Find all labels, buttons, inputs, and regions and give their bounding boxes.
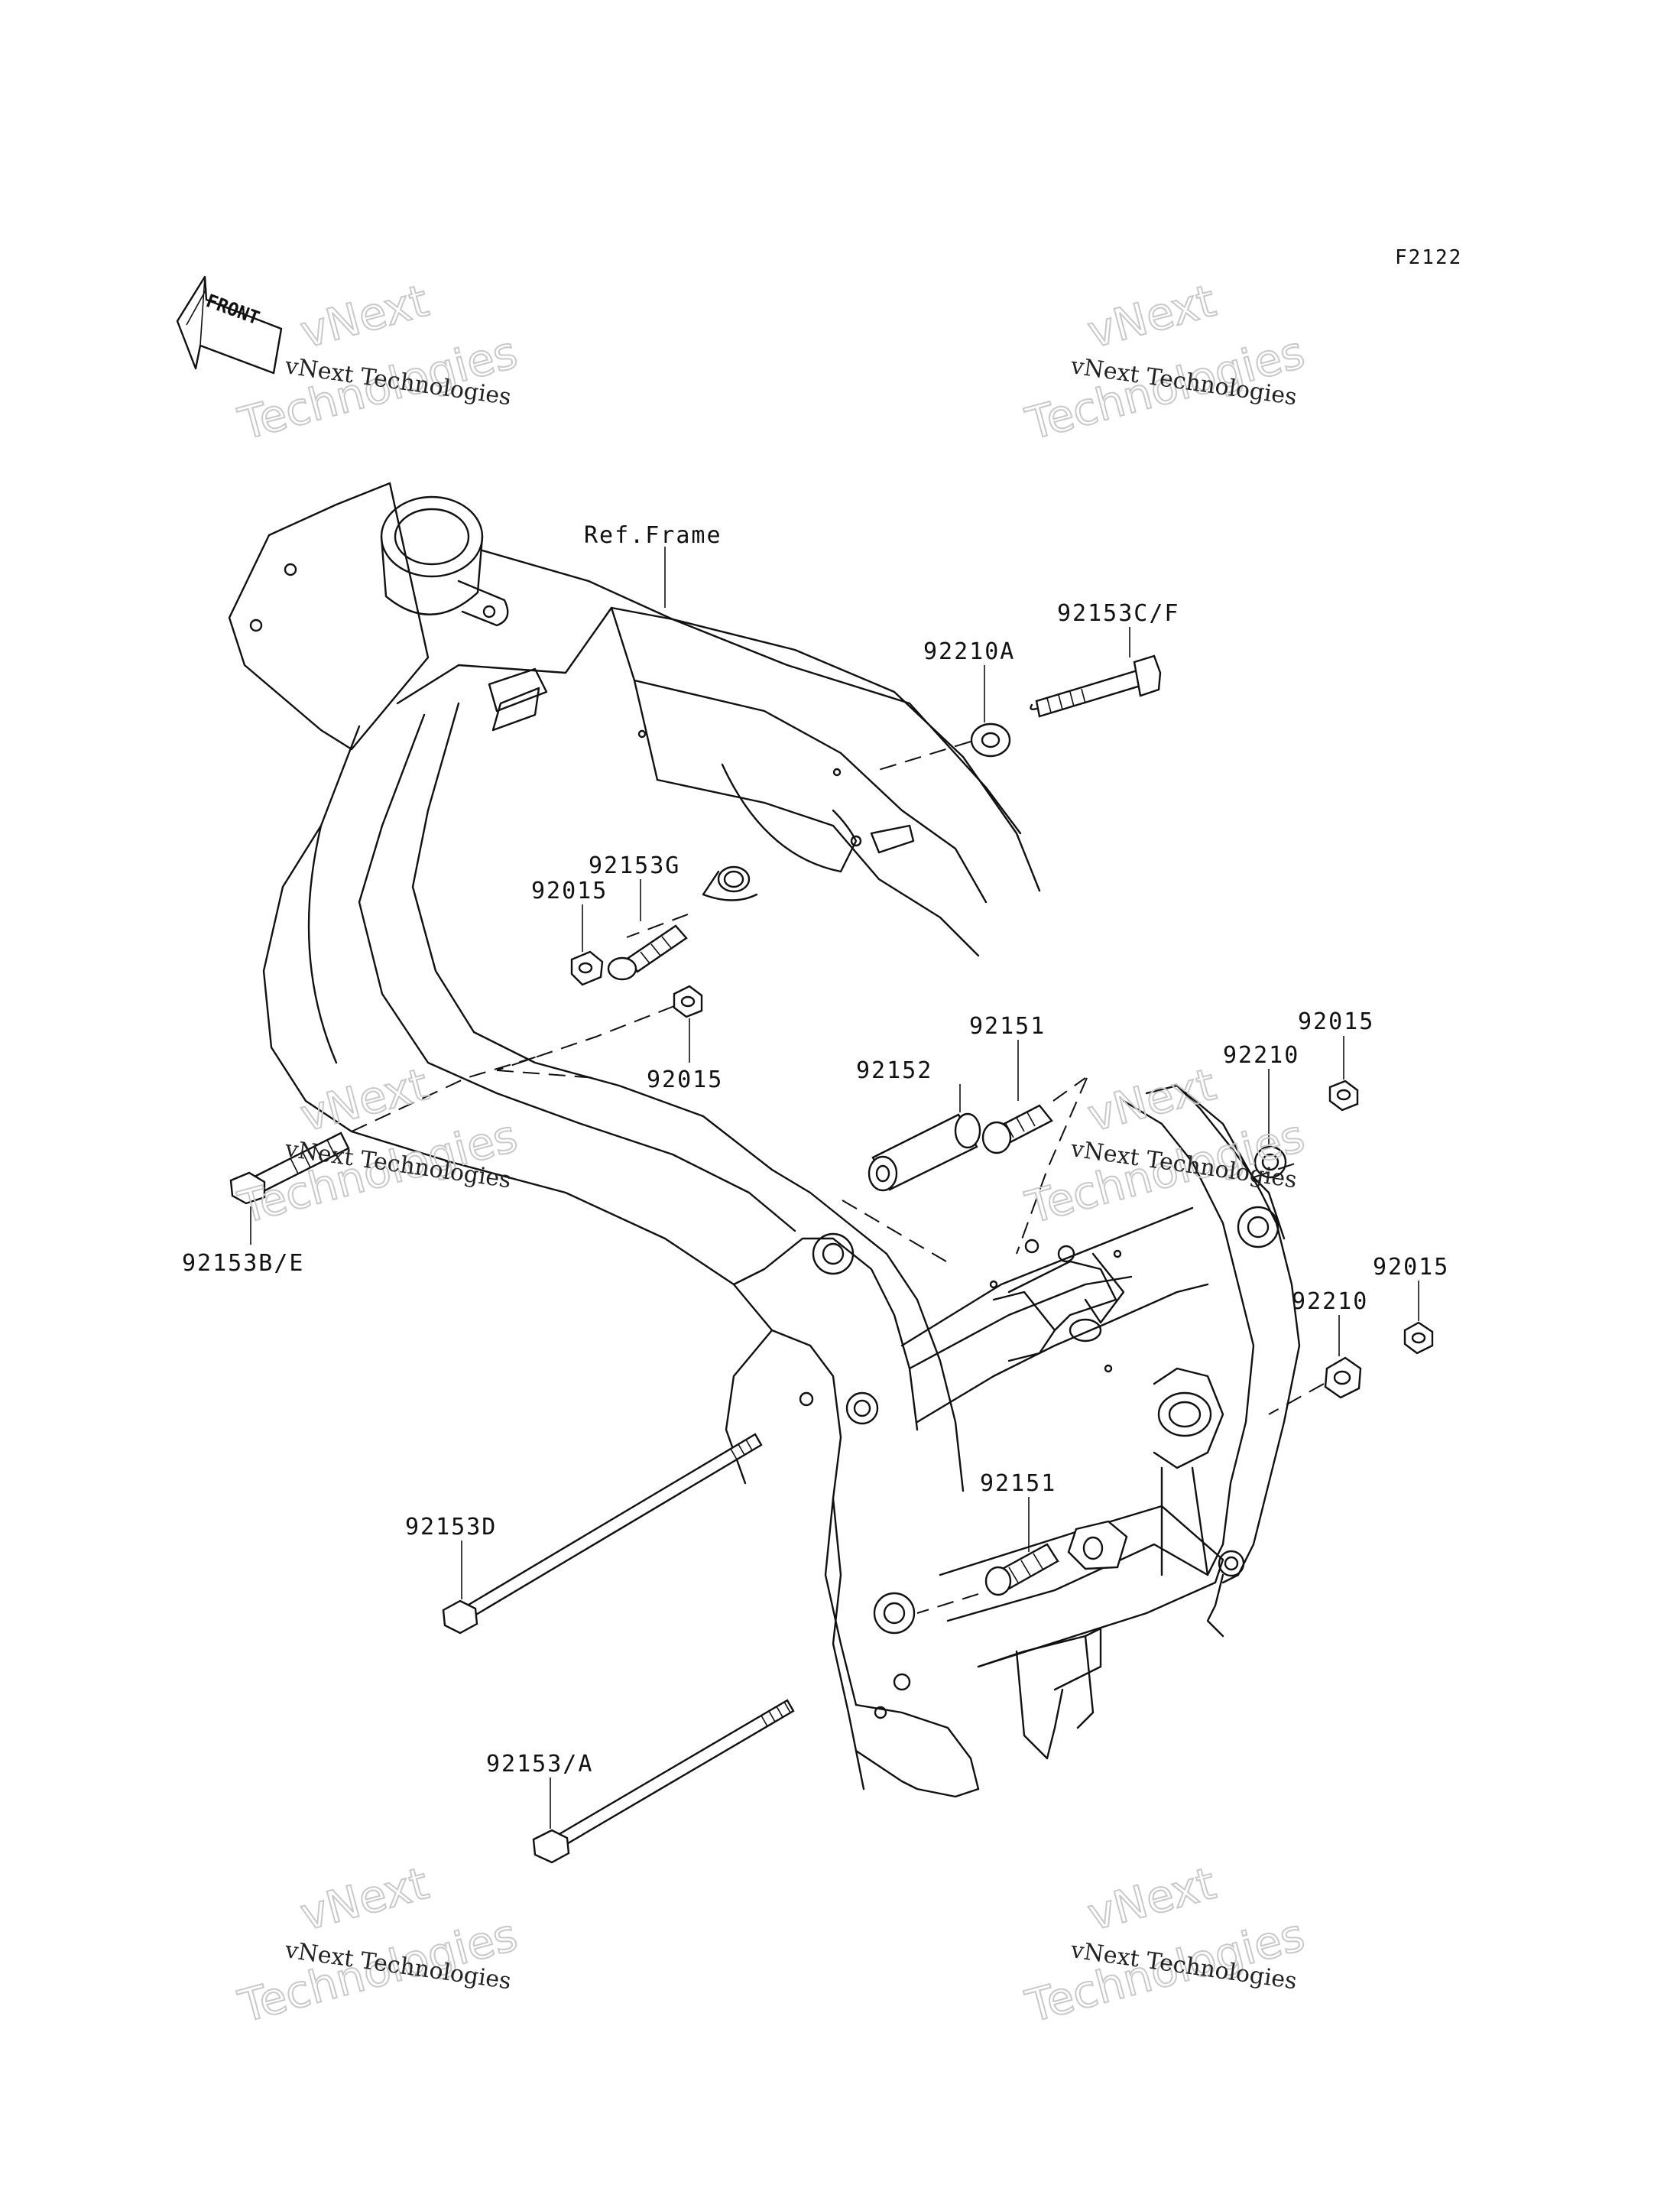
nut-92210-b-icon [1324, 1356, 1362, 1399]
svg-text:vNext: vNext [1082, 274, 1221, 359]
spacer-92152-icon [868, 1112, 981, 1192]
bolt-92153G-icon [607, 924, 688, 981]
watermark-bottom-left: vNext Technologies vNext Technologies [232, 1856, 523, 2034]
bolt-92153BE-icon [229, 1131, 350, 1205]
callout-92210A: 92210A [923, 638, 1015, 665]
watermark-bottom-right: vNext Technologies vNext Technologies [1020, 1856, 1310, 2034]
callout-92153D: 92153D [405, 1514, 497, 1541]
bolt-92153CF-icon [1030, 654, 1162, 718]
diagram-code: F2122 [1395, 246, 1462, 269]
nut-92015-a-icon [570, 950, 604, 986]
svg-text:vNext: vNext [295, 1058, 433, 1142]
front-label: FRONT [203, 290, 262, 329]
callout-92151-lower: 92151 [980, 1470, 1056, 1497]
nut-92015-d-icon [1403, 1321, 1434, 1355]
callout-92210-a: 92210 [1223, 1042, 1299, 1069]
callout-92015-d: 92015 [1373, 1254, 1449, 1281]
nut-92015-b-icon [673, 985, 703, 1018]
nut-92210-a-icon [1254, 1145, 1287, 1179]
callout-92151-upper: 92151 [969, 1013, 1046, 1040]
nut-92015-c-icon [1328, 1080, 1359, 1112]
frame-label: Ref.Frame [584, 522, 722, 549]
svg-text:vNext: vNext [1082, 1058, 1221, 1142]
svg-text:vNext: vNext [1082, 1857, 1221, 1941]
callout-92015-b: 92015 [647, 1067, 723, 1093]
pin-92151-lower-icon [984, 1543, 1059, 1596]
svg-text:vNext: vNext [295, 1857, 433, 1941]
callout-92153G: 92153G [589, 852, 680, 879]
callout-92153BE: 92153B/E [182, 1250, 305, 1277]
motorcycle-frame [228, 482, 1301, 1798]
watermark-top-right: vNext Technologies vNext Technologies [1020, 274, 1310, 451]
front-arrow-icon: FRONT [176, 275, 283, 375]
nut-92210A-icon [970, 722, 1011, 758]
callout-92153CF: 92153C/F [1057, 600, 1180, 627]
bolt-92153A-icon [532, 1699, 795, 1864]
pin-92151-upper-icon [981, 1104, 1053, 1154]
callout-92152: 92152 [856, 1057, 932, 1084]
watermark-mid-right: vNext Technologies vNext Technologies [1020, 1057, 1310, 1235]
bolt-92153D-icon [442, 1433, 763, 1635]
callout-92015-c: 92015 [1298, 1008, 1374, 1035]
callout-92015-a: 92015 [531, 878, 608, 904]
callout-92153A: 92153/A [486, 1751, 593, 1778]
callout-92210-b: 92210 [1292, 1288, 1368, 1315]
leader-lines [250, 547, 1419, 1829]
callout-labels: Ref.Frame 92153C/F 92210A 92153G 92015 9… [182, 522, 1449, 1778]
svg-text:vNext: vNext [295, 274, 433, 359]
watermark-top-left: vNext Technologies vNext Technologies [232, 274, 523, 451]
